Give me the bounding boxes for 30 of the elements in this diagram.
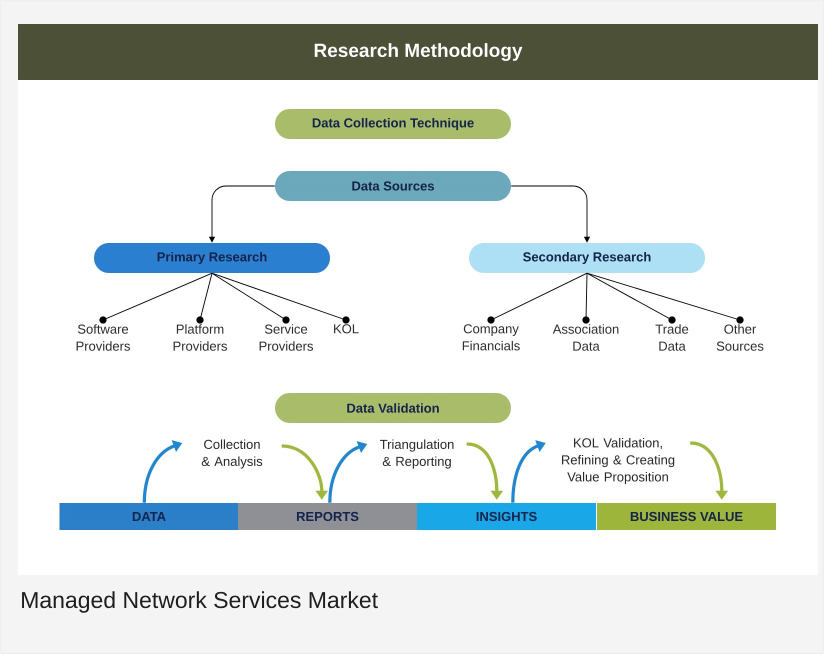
- rounded-label-box: Data Validation: [275, 393, 511, 423]
- stage-bar: INSIGHTS: [417, 503, 596, 530]
- stage-bar: REPORTS: [238, 503, 417, 530]
- step-label: Triangulation & Reporting: [380, 439, 454, 469]
- source-label: Association Data: [552, 324, 618, 351]
- rounded-label-box: Data Sources: [275, 171, 511, 201]
- connector-line: [212, 272, 290, 324]
- stage-bar: DATA: [60, 503, 238, 530]
- step-label: Collection & Analysis: [202, 439, 262, 469]
- connector-line: [99, 272, 212, 324]
- connector-line: [487, 272, 588, 324]
- source-label: Trade Data: [656, 324, 688, 351]
- title-banner: Research Methodology: [18, 24, 818, 80]
- source-label: Other Sources: [716, 324, 764, 351]
- connector-line: [212, 272, 350, 324]
- connector-line: [196, 272, 212, 324]
- source-label: Software Providers: [76, 324, 130, 351]
- source-label: Platform Providers: [174, 324, 227, 351]
- connector-line: [586, 272, 744, 324]
- connector-line: [582, 272, 590, 324]
- caption: Managed Network Services Market: [22, 591, 378, 613]
- rounded-label-box: Primary Research: [94, 243, 330, 273]
- connector-line: [586, 272, 676, 324]
- source-label: Company Financials: [462, 324, 520, 350]
- step-label: KOL Validation, Refining & Creating Value Proposition: [562, 438, 674, 484]
- source-label: Service Providers: [260, 324, 313, 351]
- rounded-label-box: Secondary Research: [469, 243, 705, 273]
- stage-bar: BUSINESS VALUE: [597, 503, 776, 530]
- source-label: KOL: [334, 324, 359, 334]
- rounded-label-box: Data Collection Technique: [275, 109, 511, 139]
